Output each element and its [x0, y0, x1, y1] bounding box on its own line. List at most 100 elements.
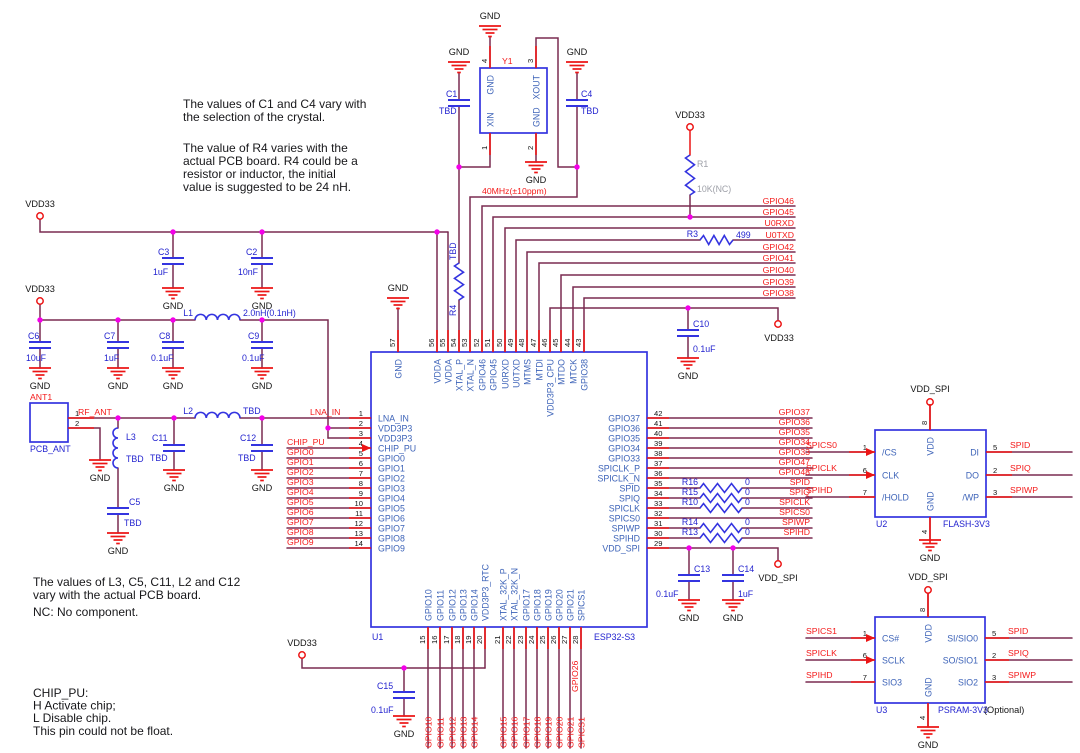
gnd-label: GND [920, 553, 941, 563]
net-label-GPIO48: GPIO48 [779, 467, 811, 477]
capacitor-C12 [251, 444, 273, 452]
pin-input-arrow [362, 444, 371, 452]
junction-dot [170, 317, 176, 323]
value-R10: 0 [745, 497, 750, 507]
pin-name: GPIO6 [378, 514, 405, 524]
value-L3: TBD [126, 454, 144, 464]
capacitor-C7 [107, 341, 129, 349]
capacitor-C10 [677, 329, 699, 337]
pin-number: 1 [863, 443, 867, 452]
pin-number: 50 [495, 339, 504, 347]
pin-number: 20 [475, 636, 484, 644]
net-label-GPIO9: GPIO9 [287, 537, 314, 547]
power-label-VDD_SPI: VDD_SPI [908, 572, 947, 582]
value-R15: 0 [745, 487, 750, 497]
pin-number: 52 [472, 339, 481, 347]
pin-number: 42 [654, 409, 662, 418]
net-label-SPIWP: SPIWP [1008, 670, 1036, 680]
value-C4: TBD [581, 106, 599, 116]
resistor-R10 [699, 502, 743, 514]
pin-number: 1 [480, 146, 489, 150]
gnd-label: GND [723, 613, 744, 623]
junction-dot [325, 425, 331, 431]
gnd-symbol [251, 287, 273, 300]
net-label-GPIO12: GPIO12 [448, 716, 458, 748]
pin-number: 7 [359, 469, 363, 478]
pin-name: VDD [924, 624, 934, 643]
pin-number: 2 [526, 146, 535, 150]
junction-dot [259, 415, 265, 421]
net-label-GPIO46: GPIO46 [763, 196, 795, 206]
capacitor-C5 [107, 507, 129, 515]
pin-name: SPIWP [612, 524, 640, 534]
pin-number: 43 [574, 339, 583, 347]
gnd-label: GND [918, 740, 939, 750]
pin-name: SPID [619, 484, 640, 494]
gnd-label: GND [252, 381, 273, 391]
pin-input-arrow [866, 471, 875, 479]
junction-dot [37, 317, 43, 323]
gnd-label: GND [526, 175, 547, 185]
value-C5: TBD [124, 518, 142, 528]
net-label-GPIO18: GPIO18 [533, 716, 543, 748]
power-label-VDD_SPI: VDD_SPI [910, 384, 949, 394]
net-label-LNA_IN: LNA_IN [310, 407, 340, 417]
power-label-VDD33: VDD33 [764, 333, 794, 343]
pin-number: 1 [863, 629, 867, 638]
net-label-GPIO6: GPIO6 [287, 507, 314, 517]
junction-dot [685, 305, 691, 311]
gnd-label: GND [679, 613, 700, 623]
net-label-U0RXD: U0RXD [765, 218, 794, 228]
ref-L1: L1 [183, 308, 193, 318]
value-C1: TBD [439, 106, 457, 116]
pin-name: VDD3P3 [378, 424, 412, 434]
pin-name: SCLK [882, 656, 905, 666]
power-label-VDD33: VDD33 [675, 110, 705, 120]
pin-name: VDD3P3 [378, 434, 412, 444]
ic-ref-U2: U2 [876, 519, 887, 529]
pin-name: SPICLK_N [597, 474, 640, 484]
capacitor-C2 [251, 257, 273, 265]
pin-number: 27 [560, 636, 569, 644]
pin-number: 10 [355, 499, 363, 508]
ref-C13: C13 [694, 564, 710, 574]
capacitor-C8 [162, 341, 184, 349]
ref-C3: C3 [158, 247, 169, 257]
pin-name: GPIO12 [448, 589, 458, 621]
pin-name: GPIO8 [378, 534, 405, 544]
value-C10: 0.1uF [693, 344, 716, 354]
value-R4: TBD [448, 242, 458, 260]
net-label-GPIO13: GPIO13 [459, 716, 469, 748]
pin-number: 31 [654, 519, 662, 528]
net-label-GPIO2: GPIO2 [287, 467, 314, 477]
pin-name: GPIO46 [478, 359, 488, 391]
resistor-R16 [699, 482, 743, 494]
pin-number: 29 [654, 539, 662, 548]
net-label-GPIO36: GPIO36 [779, 417, 811, 427]
pin-number: 53 [460, 339, 469, 347]
wire [504, 227, 796, 353]
pin-name: GPIO4 [378, 494, 405, 504]
pin-number: 6 [359, 459, 363, 468]
wire [469, 166, 578, 353]
net-label-GPIO4: GPIO4 [287, 487, 314, 497]
capacitor-C15 [393, 691, 415, 699]
gnd-symbol [387, 297, 409, 310]
pin-name: GPIO5 [378, 504, 405, 514]
pin-name: SPICLK [609, 504, 640, 514]
gnd-label: GND [388, 283, 409, 293]
gnd-symbol [566, 61, 588, 74]
net-label-RF_ANT: RF_ANT [78, 407, 112, 417]
pin-number: 15 [418, 636, 427, 644]
ref-L2: L2 [183, 406, 193, 416]
net-label-SPID: SPID [1008, 626, 1028, 636]
value-C12: TBD [238, 453, 256, 463]
gnd-symbol [251, 367, 273, 380]
value-R14: 0 [745, 517, 750, 527]
pin-name: CS# [882, 634, 899, 644]
value-R3: 499 [736, 230, 751, 240]
pin-input-arrow [866, 448, 875, 456]
pin-input-arrow [866, 634, 875, 642]
